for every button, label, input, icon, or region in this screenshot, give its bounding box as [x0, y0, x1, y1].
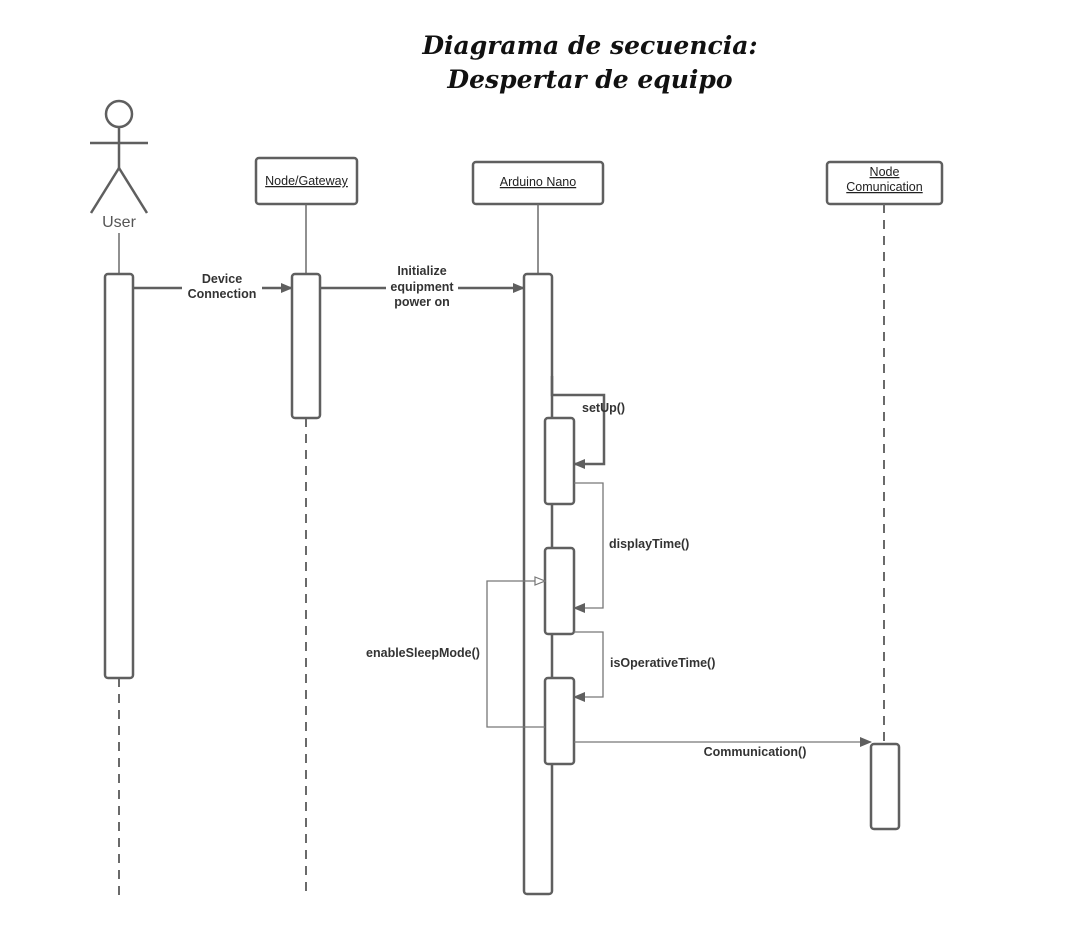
- is-operative-time-self-message-arrow: [573, 631, 604, 702]
- setup-label: setUp(): [582, 401, 625, 415]
- initialize-label-line1: Initialize: [397, 264, 446, 278]
- diagram-title-line1: Diagrama de secuencia:: [421, 31, 757, 60]
- setup-self-message-arrow: [550, 376, 606, 469]
- communication-label: Communication(): [704, 745, 807, 759]
- participant-node-communication-label-line1: Node: [870, 165, 900, 179]
- display-time-self-message-arrow: [573, 482, 604, 613]
- is-operative-time-label: isOperativeTime(): [610, 656, 715, 670]
- enable-sleep-mode-return-arrow: [486, 581, 545, 728]
- device-connection-label-bg: [182, 269, 262, 303]
- diagram-title-line2: Despertar de equipo: [446, 65, 732, 94]
- display-time-activation-bar: [543, 546, 576, 636]
- user-activation-bar: [103, 272, 135, 680]
- participant-node-communication-label-line2: Comunication: [846, 180, 922, 194]
- is-operative-time-activation-bar: [543, 676, 576, 766]
- initialize-label-line3: power on: [394, 295, 450, 309]
- user-actor-icon: [89, 99, 149, 214]
- participant-arduino-nano-label: Arduino Nano: [500, 175, 576, 189]
- enable-sleep-mode-label: enableSleepMode(): [366, 646, 480, 660]
- node-gateway-activation-bar: [290, 272, 322, 420]
- device-connection-label-line2: Connection: [188, 287, 257, 301]
- participant-node-gateway-label: Node/Gateway: [265, 174, 348, 188]
- initialize-label-line2: equipment: [390, 280, 454, 294]
- node-communication-activation-bar: [869, 742, 901, 831]
- initialize-label-bg: [386, 280, 458, 294]
- user-actor-label: User: [102, 214, 136, 231]
- device-connection-label-line1: Device: [202, 272, 242, 286]
- display-time-label: displayTime(): [609, 537, 689, 551]
- setup-activation-bar: [543, 416, 576, 506]
